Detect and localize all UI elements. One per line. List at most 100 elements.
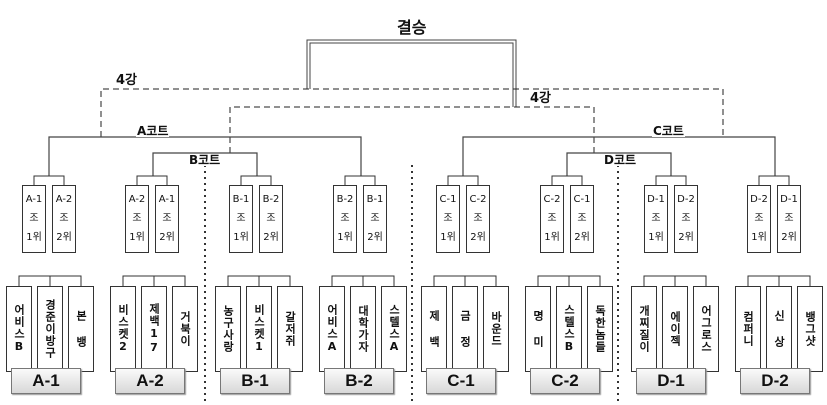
court-d-label: D코트 xyxy=(603,153,638,167)
team-name: 농구사랑 xyxy=(221,305,235,353)
team-box: 어비스B xyxy=(6,286,32,372)
team-box: 비스켓1 xyxy=(246,286,272,372)
team-name: 어그로스 xyxy=(699,305,713,353)
slot-word: 조 xyxy=(236,213,246,224)
final-title: 결승 xyxy=(397,18,427,37)
slot-rank: 2위 xyxy=(56,232,72,243)
semifinal-dashed xyxy=(100,88,724,153)
group-label: B-1 xyxy=(220,368,290,394)
slot-rank: 1위 xyxy=(440,232,456,243)
semifinal-label-left: 4강 xyxy=(116,73,138,88)
slot-word: 조 xyxy=(266,213,276,224)
team-box: 신 상 xyxy=(766,286,792,372)
court-a-label: A코트 xyxy=(136,124,170,138)
team-name: 제 백 xyxy=(427,310,441,348)
slot-group: A-1 xyxy=(158,194,176,205)
slot-rank: 2위 xyxy=(678,232,694,243)
slot-group: B-1 xyxy=(366,194,384,205)
quarterfinal-slot: D-2 조 2위 xyxy=(674,185,698,253)
quarterfinal-slot: B-2 조 2위 xyxy=(259,185,283,253)
team-name: 대학가자 xyxy=(356,305,370,353)
slot-group: D-2 xyxy=(677,194,695,205)
slot-word: 조 xyxy=(59,213,69,224)
pair-connector xyxy=(344,175,376,185)
slot-word: 조 xyxy=(547,213,557,224)
team-box: 금 정 xyxy=(452,286,478,372)
team-name: 에이젝 xyxy=(668,311,682,347)
team-name: 개찌질이 xyxy=(637,305,651,353)
slot-word: 조 xyxy=(681,213,691,224)
semifinal-label-right: 4강 xyxy=(530,91,552,106)
slot-group: A-2 xyxy=(55,194,73,205)
team-box: 에이젝 xyxy=(662,286,688,372)
team-box: 거북이 xyxy=(172,286,198,372)
slot-rank: 1위 xyxy=(337,232,353,243)
team-name: 뱅그샷 xyxy=(803,311,817,347)
team-name: 신 상 xyxy=(772,310,786,348)
slot-word: 조 xyxy=(754,213,764,224)
slot-group: B-2 xyxy=(336,194,354,205)
slot-group: B-2 xyxy=(262,194,280,205)
slot-group: A-1 xyxy=(25,194,43,205)
team-name: 금 정 xyxy=(458,310,472,348)
team-name: 거북이 xyxy=(178,311,192,347)
pair-connector xyxy=(551,175,583,185)
slot-rank: 1위 xyxy=(751,232,767,243)
slot-word: 조 xyxy=(784,213,794,224)
slot-rank: 1위 xyxy=(544,232,560,243)
team-box: 비스켓2 xyxy=(110,286,136,372)
team-box: 컴퍼니 xyxy=(735,286,761,372)
final-bracket xyxy=(306,39,517,107)
group-connector xyxy=(537,275,601,286)
quarterfinal-slot: D-1 조 1위 xyxy=(644,185,668,253)
slot-word: 조 xyxy=(162,213,172,224)
group-connector xyxy=(18,275,82,286)
slot-word: 조 xyxy=(370,213,380,224)
slot-group: D-1 xyxy=(647,194,665,205)
team-name: 본 뱅 xyxy=(74,310,88,348)
slot-rank: 2위 xyxy=(263,232,279,243)
pair-connector xyxy=(655,175,687,185)
group-label: C-1 xyxy=(426,368,496,394)
quarterfinal-slot: C-1 조 1위 xyxy=(436,185,460,253)
group-label: A-2 xyxy=(115,368,185,394)
slot-group: A-2 xyxy=(128,194,146,205)
slot-group: C-1 xyxy=(439,194,457,205)
slot-group: D-1 xyxy=(780,194,798,205)
pair-connector xyxy=(447,175,479,185)
slot-rank: 2위 xyxy=(470,232,486,243)
court-brackets xyxy=(48,136,776,176)
team-name: 갈저쥐 xyxy=(283,311,297,347)
court-c-label: C코트 xyxy=(652,124,685,138)
group-label: B-2 xyxy=(324,368,394,394)
quarterfinal-slot: A-2 조 2위 xyxy=(52,185,76,253)
team-box: 명 미 xyxy=(525,286,551,372)
team-box: 개찌질이 xyxy=(631,286,657,372)
group-label: D-1 xyxy=(636,368,706,394)
slot-word: 조 xyxy=(443,213,453,224)
team-name: 경준이방구 xyxy=(43,299,57,359)
group-connector xyxy=(122,275,186,286)
team-box: 독한놈들 xyxy=(587,286,613,372)
team-name: 비스켓2 xyxy=(116,304,130,354)
team-name: 명 미 xyxy=(531,310,545,348)
slot-group: C-1 xyxy=(573,194,591,205)
team-name: 스텔스A xyxy=(387,304,401,354)
team-name: 스텔스B xyxy=(562,304,576,354)
team-box: 스텔스B xyxy=(556,286,582,372)
slot-rank: 1위 xyxy=(648,232,664,243)
team-box: 뱅그샷 xyxy=(797,286,823,372)
team-box: 어그로스 xyxy=(693,286,719,372)
team-box: 제백17 xyxy=(141,286,167,372)
team-box: 바운드 xyxy=(483,286,509,372)
slot-word: 조 xyxy=(651,213,661,224)
team-name: 독한놈들 xyxy=(593,305,607,353)
slot-word: 조 xyxy=(473,213,483,224)
